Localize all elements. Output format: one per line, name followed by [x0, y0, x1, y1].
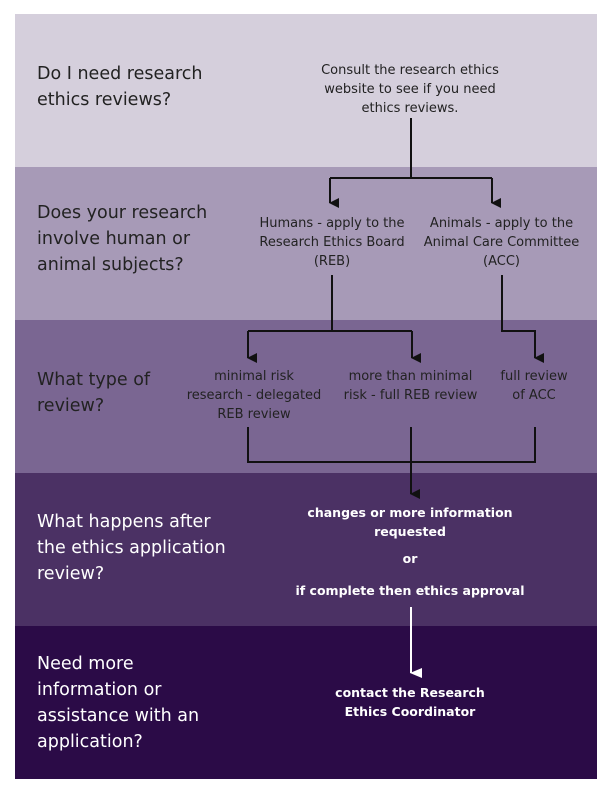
node-minimal-risk: minimal risk research - delegated REB re… — [186, 369, 322, 422]
arrow-to-acc-review — [501, 275, 544, 363]
row-band-need-review — [15, 14, 597, 167]
node-more-than-minimal: more than minimal risk - full REB review — [343, 369, 478, 403]
connector-consult-split — [330, 118, 492, 179]
row-band-assistance — [15, 626, 597, 779]
row-band-review-type — [15, 320, 597, 473]
question-need-review: Do I need research ethics reviews? — [37, 64, 203, 110]
question-after-review: What happens after the ethics applicatio… — [37, 512, 226, 584]
node-animals-acc: Animals - apply to the Animal Care Commi… — [423, 216, 580, 269]
question-subjects: Does your research involve human or anim… — [37, 203, 208, 275]
node-or: or — [402, 551, 418, 566]
node-ethics-approval: if complete then ethics approval — [295, 583, 525, 598]
question-review-type: What type of review? — [37, 370, 151, 416]
row-band-subjects — [15, 167, 597, 320]
question-assistance: Need more information or assistance with… — [37, 654, 200, 752]
node-changes-requested: changes or more information requested — [307, 505, 513, 539]
connector-humans-split — [248, 275, 412, 332]
connector-merge-reviews — [247, 427, 536, 463]
node-full-acc-review: full review of ACC — [500, 369, 568, 403]
node-humans-reb: Humans - apply to the Research Ethics Bo… — [259, 216, 405, 269]
node-consult-website: Consult the research ethics website to s… — [321, 63, 499, 116]
node-contact-coordinator: contact the Research Ethics Coordinator — [335, 685, 485, 719]
row-band-after-review — [15, 473, 597, 626]
